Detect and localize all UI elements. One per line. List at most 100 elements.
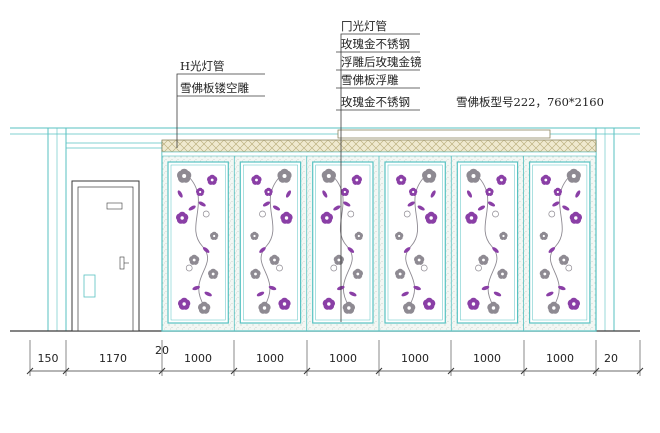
flower: [322, 297, 335, 310]
dimension-label: 150: [38, 352, 59, 365]
flower: [321, 168, 337, 183]
flower: [178, 297, 191, 310]
leaf: [546, 291, 554, 297]
panel-inner-line: [387, 164, 443, 321]
leader-center: [340, 33, 420, 322]
dimension-label: 1000: [184, 352, 212, 365]
flower: [569, 211, 582, 224]
flower: [269, 254, 280, 265]
leaf: [417, 205, 425, 211]
leaf: [552, 201, 560, 207]
vine-curl: [185, 264, 193, 272]
panel-inner-line: [243, 164, 298, 321]
vine-curl: [420, 264, 428, 272]
flower: [278, 297, 291, 310]
leaf: [407, 201, 415, 207]
vine-curl: [565, 264, 573, 272]
spec-note: 雪佛板型号222，760*2160: [456, 95, 604, 109]
leaf: [562, 205, 570, 211]
frieze-lighting-band: [161, 139, 597, 153]
flower: [396, 174, 407, 185]
leaf: [558, 285, 566, 291]
flower: [189, 254, 200, 265]
flower: [403, 301, 416, 314]
carved-panels: [161, 156, 597, 331]
flower: [251, 174, 262, 185]
flower: [264, 187, 273, 196]
annotation-center-4: 雪佛板浮雕: [341, 73, 399, 87]
vine-curl: [347, 210, 355, 218]
flower: [395, 231, 404, 240]
vine-curl: [330, 264, 338, 272]
annotation-center-5: 玫瑰金不锈钢: [341, 95, 410, 109]
annotation-h-light: H光灯管: [180, 59, 225, 73]
flower: [478, 254, 489, 265]
door: [71, 180, 140, 332]
dimension-label: 1170: [99, 352, 127, 365]
leaf: [322, 190, 328, 198]
flower: [210, 231, 219, 240]
leaf: [188, 205, 196, 211]
vine-curl: [202, 210, 210, 218]
leaf: [347, 247, 355, 253]
flower: [566, 168, 581, 183]
leader-left-1: [176, 73, 265, 148]
flower: [342, 301, 355, 314]
door-frame: [71, 180, 140, 332]
door-plate: [106, 202, 123, 210]
flower: [409, 187, 418, 196]
leaf: [259, 247, 266, 253]
leader-lines: [176, 33, 420, 322]
flower: [280, 211, 293, 224]
leaf: [548, 247, 556, 253]
leaf: [430, 190, 436, 198]
flower: [553, 187, 562, 196]
vine-curl: [259, 210, 266, 218]
vine-stem: [187, 175, 209, 307]
vine-stem: [549, 175, 571, 307]
annotation-center-2: 玫瑰金不锈钢: [341, 37, 410, 51]
flower: [207, 174, 218, 185]
dim-tick: [62, 367, 70, 375]
dim-tick: [230, 367, 238, 375]
flower: [277, 168, 292, 183]
leaf: [256, 291, 265, 297]
flower: [351, 174, 362, 185]
leaf: [403, 247, 411, 253]
panel-inner-frame: [167, 161, 229, 324]
leaf: [202, 247, 210, 253]
leaf: [493, 291, 502, 297]
panel-inner-frame: [312, 161, 374, 324]
dim-tick: [375, 367, 383, 375]
flower: [198, 301, 211, 314]
vine-curl: [492, 210, 499, 218]
flower: [425, 211, 438, 224]
dim-tick: [158, 367, 166, 375]
dim-tick: [26, 367, 34, 375]
leaf: [262, 201, 271, 207]
vine-curl: [403, 210, 411, 218]
flower: [539, 231, 548, 240]
dim-tick: [592, 367, 600, 375]
panel-inner-frame: [239, 161, 302, 324]
leaf: [333, 205, 341, 211]
dimension-label: 20: [155, 344, 169, 357]
dimension-label: 1000: [473, 352, 501, 365]
flower: [540, 174, 551, 185]
flower: [352, 268, 363, 279]
panel-inner-frame: [528, 161, 591, 324]
vine-curl: [475, 264, 482, 272]
flower: [176, 168, 192, 183]
leaf: [477, 205, 486, 211]
panel-4: [378, 156, 446, 331]
flower: [497, 268, 508, 279]
flower: [487, 301, 500, 314]
leaf: [285, 190, 292, 198]
dimension-label: 20: [604, 352, 618, 365]
leaf: [198, 201, 206, 207]
dim-tick: [303, 367, 311, 375]
vine-stem: [405, 175, 426, 307]
dimension-label: 1000: [546, 352, 574, 365]
